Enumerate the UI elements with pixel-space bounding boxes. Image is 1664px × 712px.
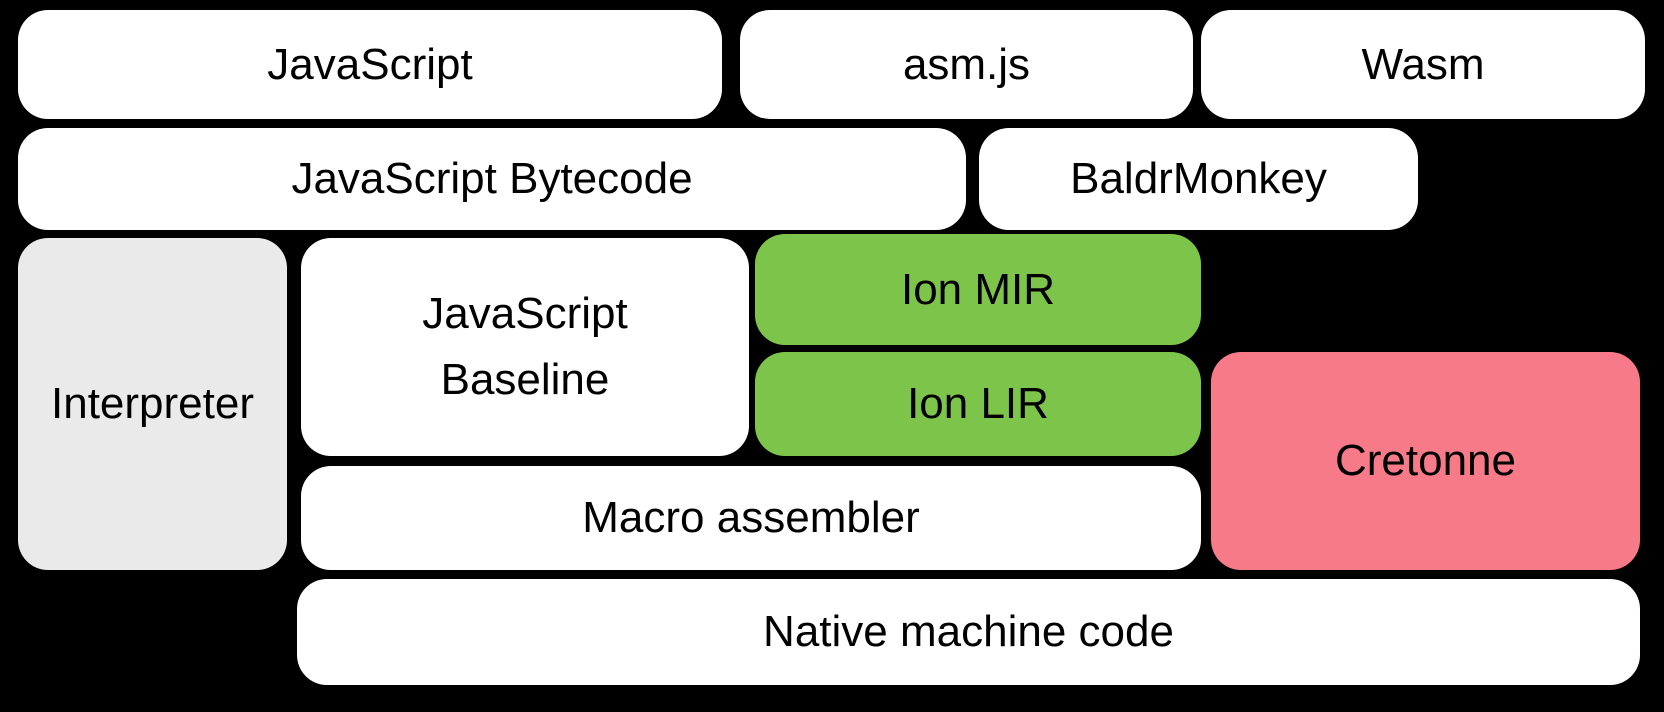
node-interpreter: Interpreter: [18, 238, 287, 570]
node-cretonne: Cretonne: [1211, 352, 1640, 570]
node-javascript: JavaScript: [18, 10, 722, 119]
node-javascript-label: JavaScript: [267, 39, 473, 89]
node-native-machine-code-label: Native machine code: [763, 607, 1174, 656]
node-wasm-label: Wasm: [1361, 39, 1485, 89]
node-cretonne-label: Cretonne: [1334, 436, 1516, 485]
node-asm-js-label: asm.js: [902, 39, 1031, 89]
node-ion-lir: Ion LIR: [755, 352, 1201, 456]
node-javascript-baseline: JavaScript Baseline: [301, 238, 749, 456]
node-ion-mir: Ion MIR: [755, 234, 1201, 345]
node-javascript-bytecode: JavaScript Bytecode: [18, 128, 966, 230]
node-asm-js: asm.js: [740, 10, 1193, 119]
node-native-machine-code: Native machine code: [297, 579, 1640, 685]
node-ion-mir-label: Ion MIR: [900, 264, 1056, 314]
node-ion-lir-label: Ion LIR: [907, 379, 1049, 428]
node-wasm: Wasm: [1201, 10, 1645, 119]
node-macro-assembler-label: Macro assembler: [582, 493, 920, 542]
node-interpreter-label: Interpreter: [51, 379, 254, 428]
node-javascript-baseline-label: JavaScript Baseline: [422, 289, 628, 404]
node-baldrmonkey-label: BaldrMonkey: [1070, 154, 1327, 203]
node-javascript-bytecode-label: JavaScript Bytecode: [291, 154, 693, 203]
node-baldrmonkey: BaldrMonkey: [979, 128, 1418, 230]
node-macro-assembler: Macro assembler: [301, 466, 1201, 570]
